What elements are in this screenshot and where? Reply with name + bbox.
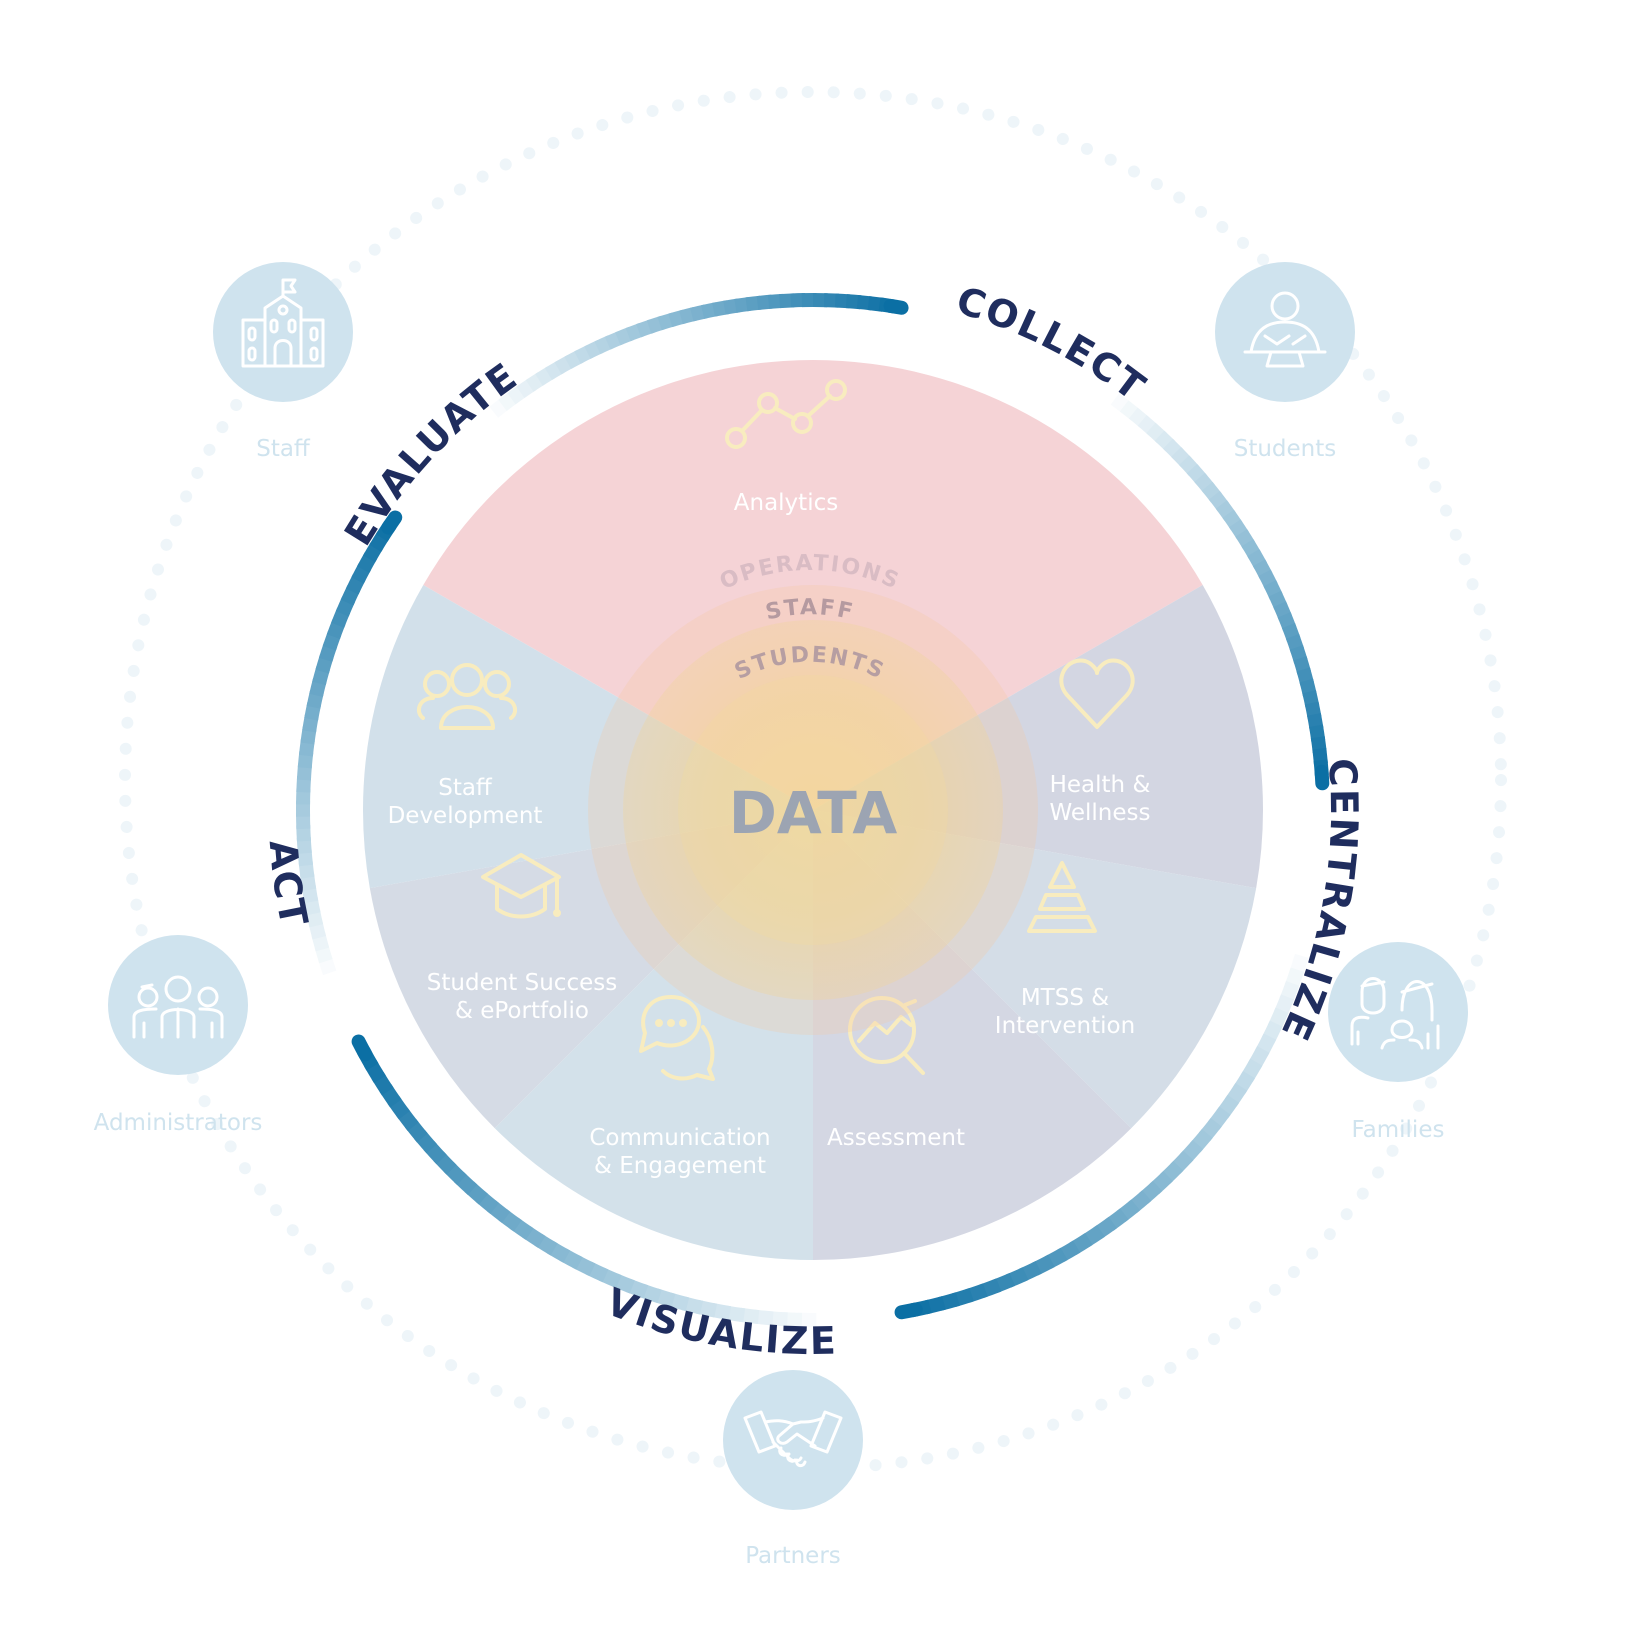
audience-students[interactable]: Students <box>1215 262 1355 462</box>
handshake-icon <box>743 1410 843 1468</box>
administrators-icon <box>132 975 224 1039</box>
segment-label-line: MTSS & <box>1021 985 1109 1011</box>
segment-label-line: Wellness <box>1049 800 1150 826</box>
segment-label: Communication& Engagement <box>589 1125 770 1179</box>
audience-partners[interactable]: Partners <box>723 1370 863 1569</box>
segment-label-line: Intervention <box>995 1013 1135 1039</box>
audience-families[interactable]: Families <box>1328 942 1468 1143</box>
segment-label-line: Staff <box>438 775 493 801</box>
stage-label-collect: COLLECT <box>951 278 1154 410</box>
cycle-arcs <box>296 293 1330 1328</box>
graduation-cap-icon <box>481 853 561 919</box>
segment-label-line: & Engagement <box>594 1153 766 1179</box>
core-ring-students <box>678 675 948 945</box>
audience-administrators[interactable]: Administrators <box>94 935 263 1136</box>
audience-circle[interactable] <box>108 935 248 1075</box>
audience-staff[interactable]: Staff <box>213 262 353 462</box>
segment-label: Assessment <box>827 1125 965 1151</box>
school-building-icon <box>241 278 325 368</box>
audience-label: Staff <box>256 436 311 462</box>
cycle-arc-segment <box>351 1034 373 1062</box>
audience-circle[interactable] <box>723 1370 863 1510</box>
segment-label-line: Development <box>388 803 543 829</box>
segment-label: Health &Wellness <box>1049 772 1150 826</box>
audience-label: Families <box>1352 1117 1445 1143</box>
segment-label-line: Communication <box>589 1125 770 1151</box>
cycle-arc-segment <box>381 510 403 535</box>
cycle-arc-segment <box>1314 764 1330 791</box>
cycle-arc-segment <box>894 1302 923 1320</box>
heart-icon <box>1059 658 1135 729</box>
segment-label: Student Success& ePortfolio <box>427 970 617 1024</box>
segment-label-line: Assessment <box>827 1125 965 1151</box>
magnifier-chart-icon <box>848 996 925 1075</box>
segment-label-line: Student Success <box>427 970 617 996</box>
cycle-arc-segment <box>883 298 909 315</box>
segment-label: MTSS &Intervention <box>995 985 1135 1039</box>
segment-label: Analytics <box>734 490 838 516</box>
chat-bubbles-icon <box>639 995 715 1081</box>
center-data-title: DATA <box>729 779 898 847</box>
audience-circle[interactable] <box>1328 942 1468 1082</box>
segment-label-line: Analytics <box>734 490 838 516</box>
group-icon <box>416 663 518 730</box>
outer-dotted-orbit <box>119 86 1507 1474</box>
audience-label: Students <box>1234 436 1337 462</box>
audience-label: Partners <box>745 1543 841 1569</box>
student-desk-icon <box>1243 291 1327 368</box>
core-ring-staff <box>623 620 1003 1000</box>
segment-label-line: Health & <box>1050 772 1151 798</box>
family-icon <box>1350 977 1440 1050</box>
audience-label: Administrators <box>94 1110 263 1136</box>
audience-circle[interactable] <box>1215 262 1355 402</box>
line-chart-icon <box>725 379 847 449</box>
stage-label-visualize: VISUALIZE <box>600 1280 838 1364</box>
segment-label-line: & ePortfolio <box>455 998 589 1024</box>
pyramid-icon <box>1027 861 1097 933</box>
